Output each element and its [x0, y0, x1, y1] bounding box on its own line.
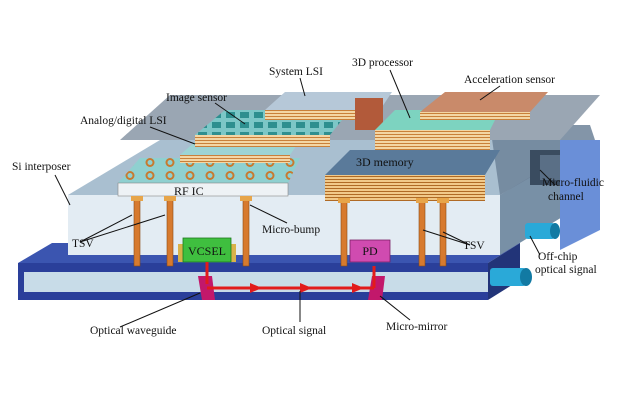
micro-mirror-label: Micro-mirror [386, 321, 447, 333]
rf-ic-chip [117, 158, 300, 197]
micro-bump-label: Micro-bump [262, 224, 320, 236]
vcsel-device: VCSEL [178, 237, 236, 263]
optical-signal-label: Optical signal [262, 325, 326, 337]
off-chip-label: Off-chip [538, 251, 578, 263]
rf-ic-label: RF IC [174, 184, 204, 198]
system-lsi-label: System LSI [269, 66, 323, 78]
channel-label: channel [548, 191, 584, 203]
off-chip-optical-ports [490, 223, 560, 286]
optical-signal-ext-label: optical signal [535, 264, 597, 276]
leader-lines [54, 69, 556, 328]
vcsel-label: VCSEL [188, 244, 226, 258]
3d-processor-label: 3D processor [352, 57, 413, 69]
micro-fluidic-label: Micro-fluidic [542, 177, 604, 189]
micro-mirror-left [198, 276, 215, 300]
tsv-left-label: TSV [72, 238, 94, 250]
pd-label: PD [362, 244, 378, 258]
tsv-pillars [133, 199, 447, 267]
micro-mirror-right [368, 276, 385, 300]
3d-memory-chip [325, 150, 500, 201]
micro-bumps [131, 196, 449, 203]
optical-waveguide-label: Optical waveguide [90, 325, 177, 337]
pd-device: PD [349, 239, 391, 263]
acceleration-sensor-chip [420, 92, 548, 120]
acceleration-sensor-label: Acceleration sensor [464, 74, 555, 86]
3d-memory-label: 3D memory [356, 155, 414, 169]
analog-digital-lsi-label: Analog/digital LSI [80, 115, 167, 127]
tsv-right-label: TSV [463, 240, 485, 252]
system-lsi-chip [265, 92, 392, 130]
image-sensor-label: Image sensor [166, 92, 227, 104]
optical-signal-path [198, 262, 385, 300]
si-interposer-label: Si interposer [12, 161, 71, 173]
